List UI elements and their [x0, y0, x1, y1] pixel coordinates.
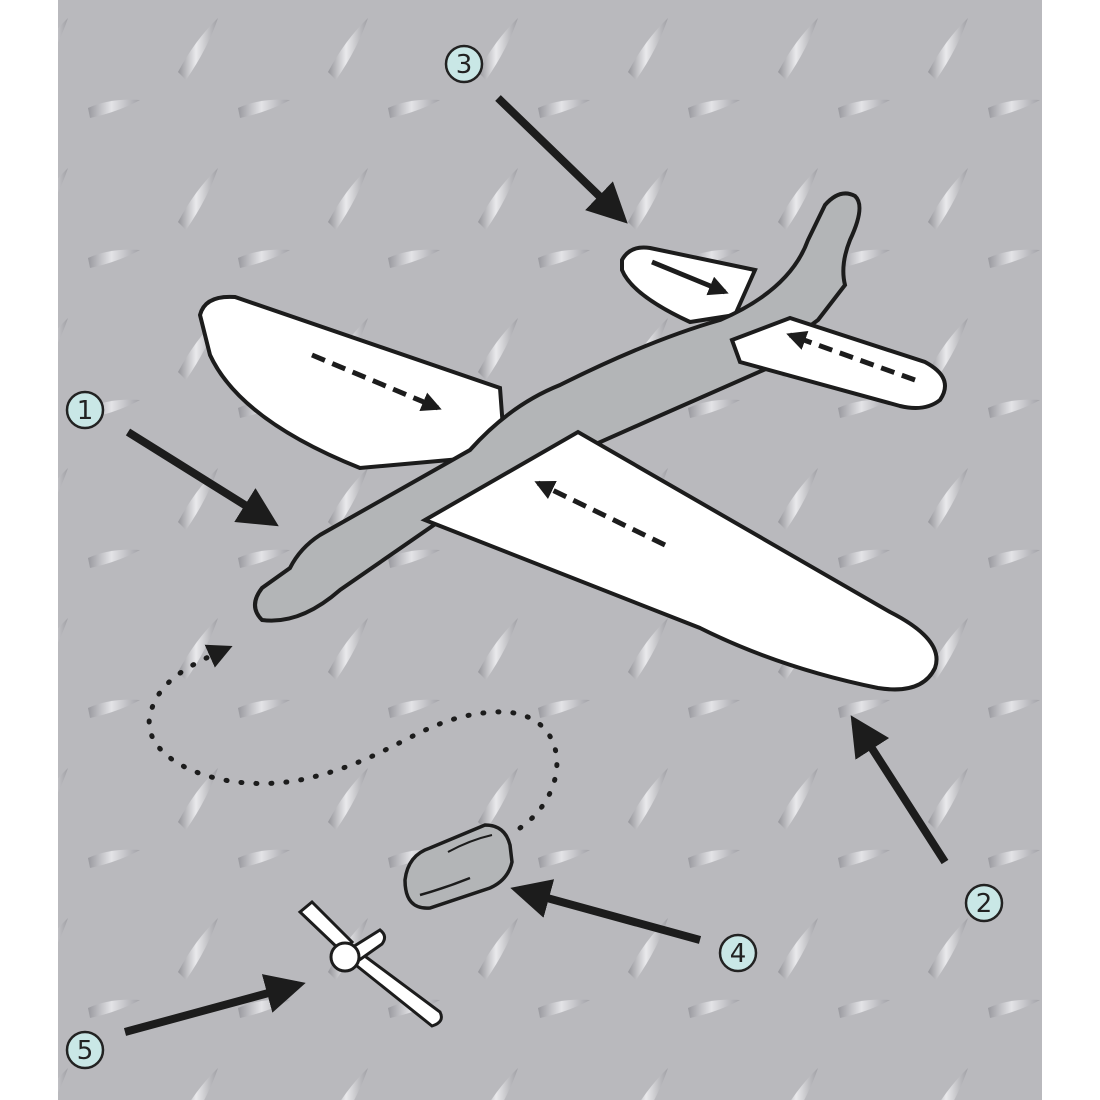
callout-1-number: 1: [77, 396, 94, 426]
callout-2: 2: [964, 883, 1004, 923]
callout-arrow-1: [125, 428, 279, 527]
callout-arrow-3: [495, 95, 628, 224]
tail-direction-arrow-rear: [651, 259, 729, 296]
tail-stabilizer-front: [729, 315, 947, 410]
callout-4: 4: [718, 933, 758, 973]
callout-3: 3: [444, 44, 484, 84]
wing-direction-arrow-rear: [311, 352, 442, 412]
callout-2-number: 2: [976, 889, 993, 919]
callout-4-number: 4: [730, 939, 747, 969]
wing-direction-arrow-front: [534, 480, 667, 548]
tail-stabilizer-rear: [620, 245, 758, 325]
tail-direction-arrow-front: [786, 331, 916, 383]
callout-3-number: 3: [456, 50, 473, 80]
callout-5-number: 5: [77, 1036, 94, 1066]
nose-clip: [403, 823, 514, 910]
callout-5: 5: [65, 1030, 105, 1070]
dotted-assembly-path: [146, 644, 560, 831]
callout-arrow-5: [123, 974, 306, 1036]
callout-arrow-4: [510, 879, 702, 944]
main-wing-rear: [197, 294, 508, 471]
callout-1: 1: [65, 390, 105, 430]
callout-arrow-2: [850, 715, 949, 865]
propeller: [297, 899, 443, 1028]
